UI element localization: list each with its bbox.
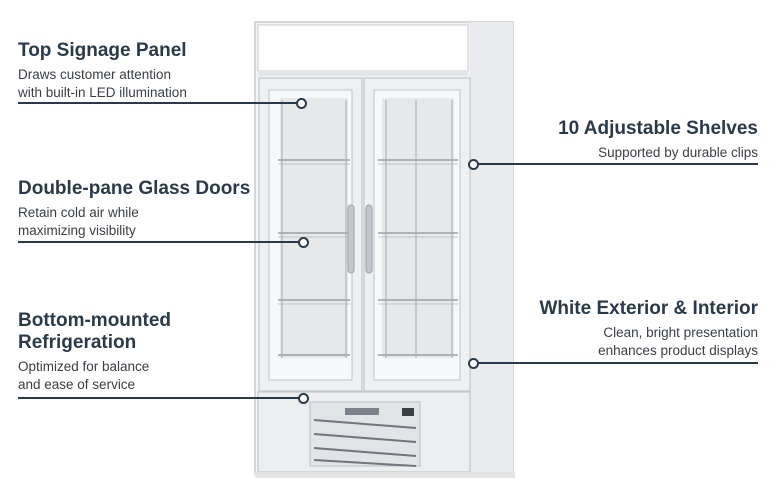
callout-title: Double-pane Glass Doors — [18, 178, 251, 199]
callout-title: White Exterior & Interior — [539, 298, 758, 319]
marker-exterior — [468, 358, 479, 369]
callout-shelves: 10 Adjustable Shelves Supported by durab… — [558, 118, 758, 162]
leader-refrigeration — [18, 397, 300, 399]
callout-desc-line2: enhances product displays — [598, 343, 758, 358]
callout-desc-line2: and ease of service — [18, 377, 136, 392]
marker-shelves — [468, 159, 479, 170]
shelf-wires — [278, 163, 458, 305]
callout-desc-line1: Optimized for balance — [18, 359, 150, 374]
callout-desc-line1: Supported by durable clips — [598, 145, 758, 160]
temperature-display — [402, 408, 414, 416]
callout-title-line1: Bottom-mounted — [18, 310, 172, 331]
callout-title: Top Signage Panel — [18, 40, 187, 61]
callout-desc-line1: Retain cold air while — [18, 205, 139, 220]
leader-shelves — [476, 163, 758, 165]
callout-desc-line2: maximizing visibility — [18, 223, 136, 238]
callout-desc-line1: Draws customer attention — [18, 67, 172, 82]
callout-glass-doors: Double-pane Glass Doors Retain cold air … — [18, 178, 250, 240]
callout-desc-line2: with built-in LED illumination — [18, 85, 187, 100]
callout-title-line2: Refrigeration — [18, 332, 137, 353]
callout-desc-line1: Clean, bright presentation — [603, 325, 758, 340]
interior-right — [382, 98, 454, 358]
callout-top-signage: Top Signage Panel Draws customer attenti… — [18, 40, 187, 102]
callout-refrigeration: Bottom-mounted Refrigeration Optimized f… — [18, 310, 171, 394]
interior-left — [280, 98, 348, 358]
leader-exterior — [476, 362, 758, 364]
signage-panel-edge — [258, 70, 468, 76]
cabinet-side — [470, 22, 513, 474]
brand-badge — [345, 408, 379, 415]
callout-title: 10 Adjustable Shelves — [558, 118, 758, 139]
shelf-standards — [281, 100, 453, 358]
left-handle — [347, 204, 355, 274]
leader-glass-doors — [18, 241, 300, 243]
shelves — [278, 159, 458, 356]
leader-top-signage — [18, 102, 300, 104]
right-handle — [365, 204, 373, 274]
signage-panel — [257, 24, 469, 72]
marker-glass-doors — [298, 237, 309, 248]
marker-top-signage — [296, 98, 307, 109]
grille-louvers — [313, 419, 417, 467]
marker-refrigeration — [298, 393, 309, 404]
callout-exterior: White Exterior & Interior Clean, bright … — [539, 298, 758, 360]
floor-shadow — [255, 472, 515, 478]
